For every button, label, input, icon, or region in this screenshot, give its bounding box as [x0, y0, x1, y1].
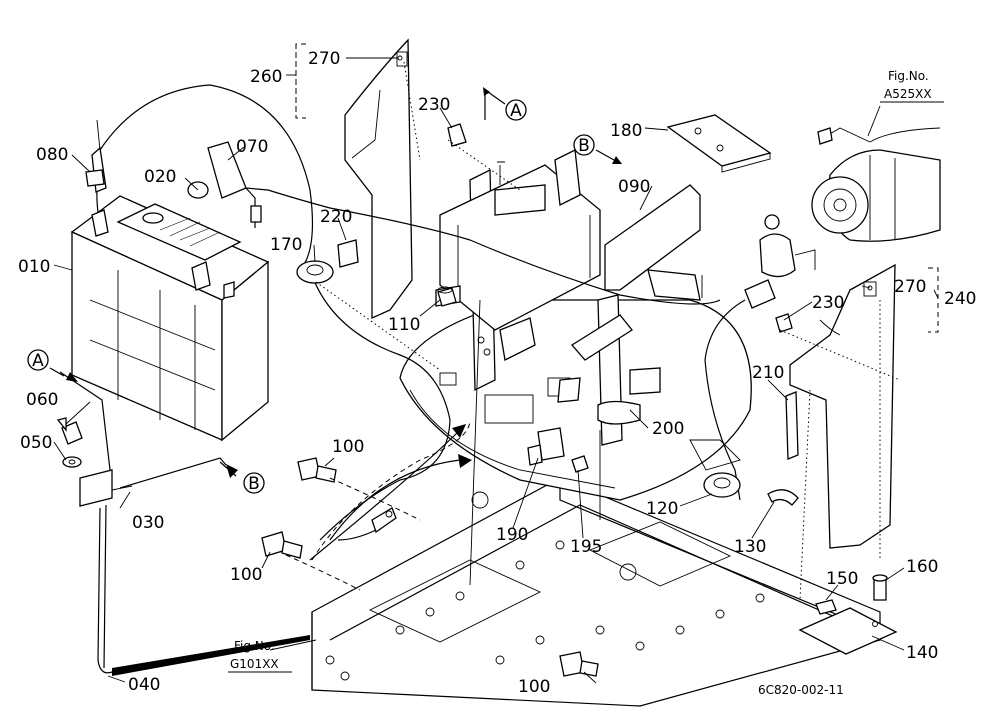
part-040-rod — [97, 504, 310, 676]
part-200-band — [597, 400, 641, 425]
label-130: 130 — [734, 537, 766, 557]
alternator-assembly — [704, 127, 941, 501]
marker-b-top: B — [573, 134, 622, 164]
fig-ref-top-right-line2: A525XX — [884, 87, 932, 101]
label-270-right: 270 — [894, 277, 926, 297]
marker-a-top-label: A — [510, 101, 522, 121]
label-210: 210 — [752, 363, 784, 383]
label-230-top: 230 — [418, 95, 450, 115]
bracket-260 — [295, 43, 306, 119]
marker-b-left-label: B — [248, 474, 260, 494]
label-120: 120 — [646, 499, 678, 519]
part-190-bracket — [527, 427, 565, 466]
part-060-wing-nut — [56, 417, 83, 445]
part-140-cover-plate — [798, 607, 898, 655]
part-130-ring — [767, 489, 799, 506]
label-090: 090 — [618, 177, 650, 197]
label-100-b: 100 — [230, 565, 262, 585]
part-230-clip-right — [775, 313, 793, 333]
bracket-240 — [928, 267, 939, 333]
part-160-bolt — [872, 574, 888, 601]
part-labels: 270 260 080 020 070 010 230 180 090 220 … — [18, 49, 976, 697]
label-195: 195 — [570, 537, 602, 557]
label-100-a: 100 — [332, 437, 364, 457]
part-030-rod — [59, 371, 227, 507]
label-170: 170 — [270, 235, 302, 255]
assembly-arrows — [309, 424, 472, 561]
part-210-rod — [785, 391, 799, 460]
fig-ref-top-right: Fig.No. A525XX — [880, 69, 944, 103]
part-150-pad — [815, 599, 837, 615]
battery-bracket-assembly — [435, 149, 703, 446]
label-140: 140 — [906, 643, 938, 663]
label-020: 020 — [144, 167, 176, 187]
marker-b-top-label: B — [578, 136, 590, 156]
part-240-right-cover — [789, 263, 896, 549]
label-030: 030 — [132, 513, 164, 533]
part-230-clip-top — [447, 123, 467, 147]
part-100-bolt-c — [559, 651, 599, 677]
ground-cable-lug — [337, 507, 397, 541]
part-260-left-cover — [344, 38, 413, 320]
label-190: 190 — [496, 525, 528, 545]
fig-ref-bottom-left-line2: G101XX — [230, 657, 279, 671]
label-110: 110 — [388, 315, 420, 335]
battery-010 — [70, 195, 270, 442]
part-220-pad — [337, 239, 359, 268]
label-220: 220 — [320, 207, 352, 227]
label-260: 260 — [250, 67, 282, 87]
label-080: 080 — [36, 145, 68, 165]
part-100-bolt-b — [261, 531, 303, 559]
leader-lines — [53, 57, 939, 684]
part-110-bushing — [437, 286, 457, 307]
battery-cables — [85, 84, 721, 541]
fig-ref-bottom-left: Fig.No. G101XX — [228, 639, 292, 673]
part-170-grommet — [296, 260, 334, 284]
part-180-plate — [666, 114, 772, 173]
label-040: 040 — [128, 675, 160, 695]
part-120-clamp — [703, 472, 741, 498]
label-010: 010 — [18, 257, 50, 277]
part-050-washer — [62, 456, 82, 468]
part-195-bolt — [571, 455, 589, 473]
drawing-code: 6C820-002-11 — [758, 683, 844, 697]
label-270-top: 270 — [308, 49, 340, 69]
marker-a-left-label: A — [32, 351, 44, 371]
label-180: 180 — [610, 121, 642, 141]
marker-a-left: A — [27, 349, 78, 382]
label-230-right: 230 — [812, 293, 844, 313]
label-070: 070 — [236, 137, 268, 157]
fig-ref-top-right-line1: Fig.No. — [888, 69, 929, 83]
label-100-c: 100 — [518, 677, 550, 697]
label-060: 060 — [26, 390, 58, 410]
label-160: 160 — [906, 557, 938, 577]
frame-holes — [325, 540, 765, 681]
label-200: 200 — [652, 419, 684, 439]
fig-ref-bottom-left-line1: Fig.No. — [234, 639, 275, 653]
marker-a-top: A — [483, 87, 527, 121]
marker-b-left: B — [219, 461, 265, 494]
label-240: 240 — [944, 289, 976, 309]
center-lines — [285, 61, 901, 601]
label-050: 050 — [20, 433, 52, 453]
label-150: 150 — [826, 569, 858, 589]
